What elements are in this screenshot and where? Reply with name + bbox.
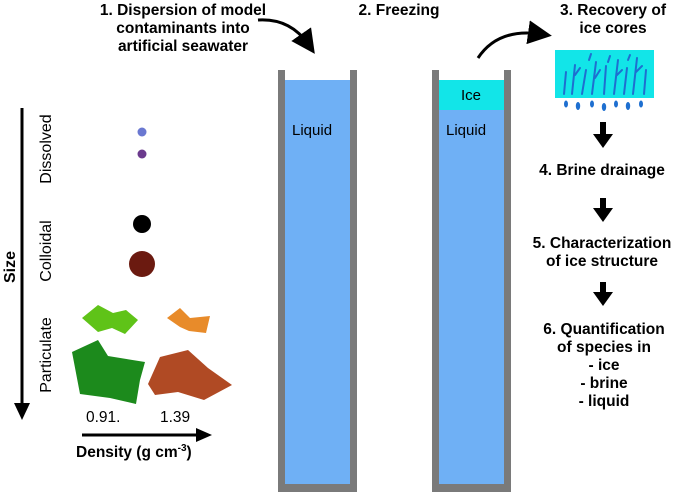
density-unit-exponent: -3 [177, 443, 187, 454]
size-axis-label: Size [2, 251, 19, 284]
density-tick-high: 1.39 [160, 409, 191, 426]
particle-dark-green [72, 340, 145, 404]
tube-2-liquid-label: Liquid [446, 122, 487, 139]
dissolved-dot-blue [137, 127, 147, 137]
colloid-black [133, 215, 151, 233]
density-axis-label: Density (g cm-3) [76, 443, 192, 462]
step-1-label: 1. Dispersion of model contaminants into… [99, 2, 267, 55]
size-axis-arrowhead [14, 403, 30, 420]
down-arrow-2 [593, 198, 613, 222]
step-2-label: 2. Freezing [358, 2, 440, 19]
particle-brown [148, 350, 232, 400]
particle-light-green [82, 305, 138, 334]
down-arrow-1 [593, 122, 613, 148]
step-6-label: 6. Quantification of species in - ice - … [543, 321, 665, 410]
step-3-label: 3. Recovery of ice cores [560, 2, 666, 37]
density-tick-low: 0.91. [86, 409, 121, 426]
dissolved-dot-purple [137, 149, 147, 159]
category-dissolved: Dissolved [38, 114, 55, 184]
particle-orange [167, 308, 210, 333]
step-5-label: 5. Characterization of ice structure [532, 235, 672, 270]
curved-arrow-step2-to-3 [476, 20, 552, 59]
curved-arrow-step1-to-2 [257, 18, 315, 54]
ice-core-illustration [555, 50, 654, 111]
tube-1 [278, 70, 357, 492]
tube-1-liquid-fill [285, 80, 350, 484]
tube-1-liquid-label: Liquid [292, 122, 333, 139]
tube-2-liquid-fill [439, 110, 504, 484]
step-4-label: 4. Brine drainage [539, 162, 665, 179]
tube-2 [432, 70, 511, 492]
colloid-dark-red [129, 251, 155, 277]
tube-2-ice-label: Ice [461, 87, 482, 104]
density-axis-arrowhead [196, 428, 212, 442]
category-colloidal: Colloidal [38, 220, 55, 282]
tube-2-ice-fill [439, 80, 504, 110]
category-particulate: Particulate [38, 317, 55, 393]
down-arrow-3 [593, 282, 613, 306]
